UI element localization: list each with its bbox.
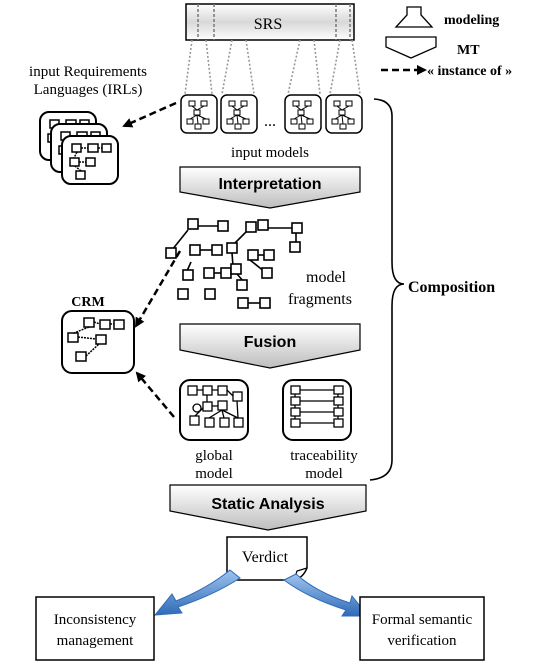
crm-label: CRM xyxy=(71,295,104,310)
interpretation-step: Interpretation xyxy=(179,166,361,209)
traceability-model-label-line1: traceability xyxy=(290,448,358,464)
instance-of-arrow-irl xyxy=(122,101,177,128)
verdict-document: Verdict xyxy=(226,536,308,581)
interpretation-label: Interpretation xyxy=(218,176,321,193)
language-card-icon xyxy=(61,135,119,185)
to-formal-arrow xyxy=(283,573,370,617)
instance-of-arrow-fragments xyxy=(134,250,182,328)
legend: modeling MT « instance of » xyxy=(381,6,512,79)
static-analysis-label: Static Analysis xyxy=(211,496,324,513)
input-model-icon xyxy=(220,94,258,134)
input-models-label: input models xyxy=(231,145,309,161)
mt-legend-icon xyxy=(385,36,437,59)
global-model-label-line2: model xyxy=(195,466,233,482)
irl-label-line1: input Requirements xyxy=(29,64,147,80)
irl-label-line2: Languages (IRLs) xyxy=(34,82,143,98)
instance-of-arrow-global xyxy=(135,371,175,418)
formal-semantic-verification-box: Formal semantic verification xyxy=(359,596,485,661)
irl-group: input Requirements Languages (IRLs) xyxy=(29,64,147,185)
modeling-legend-icon xyxy=(394,6,434,28)
composition-brace: Composition xyxy=(369,98,495,481)
crm-group: CRM xyxy=(61,295,135,374)
fragments-label-line2: fragments xyxy=(288,291,352,308)
srs-document: SRS xyxy=(185,3,355,41)
formal-label-line2: verification xyxy=(387,633,457,649)
inconsistency-management-box: Inconsistency management xyxy=(35,596,155,661)
fragments-label-line1: model xyxy=(306,269,347,286)
inconsistency-label-line1: Inconsistency xyxy=(54,612,137,628)
legend-instance-of-label: « instance of » xyxy=(427,64,512,79)
model-fragments: model fragments xyxy=(165,218,352,309)
input-model-icon xyxy=(325,94,363,134)
verdict-label: Verdict xyxy=(242,549,289,566)
input-models: ... input models xyxy=(180,94,363,161)
global-model-label-line1: global xyxy=(195,448,233,464)
ellipsis-label: ... xyxy=(264,113,276,130)
srs-label: SRS xyxy=(254,16,282,33)
composition-label: Composition xyxy=(408,279,495,296)
traceability-model-label-line2: model xyxy=(305,466,343,482)
input-model-icon xyxy=(284,94,322,134)
fusion-step: Fusion xyxy=(179,323,361,369)
traceability-model: traceability model xyxy=(282,379,358,482)
legend-modeling-label: modeling xyxy=(444,13,499,28)
input-model-icon xyxy=(180,94,218,134)
formal-label-line1: Formal semantic xyxy=(372,612,473,628)
fusion-label: Fusion xyxy=(244,334,296,351)
legend-mt-label: MT xyxy=(457,43,480,58)
inconsistency-label-line2: management xyxy=(57,633,134,649)
srs-mapping-lines xyxy=(184,39,361,95)
static-analysis-step: Static Analysis xyxy=(169,484,367,531)
to-inconsistency-arrow xyxy=(153,569,241,616)
global-model: global model xyxy=(179,379,249,482)
